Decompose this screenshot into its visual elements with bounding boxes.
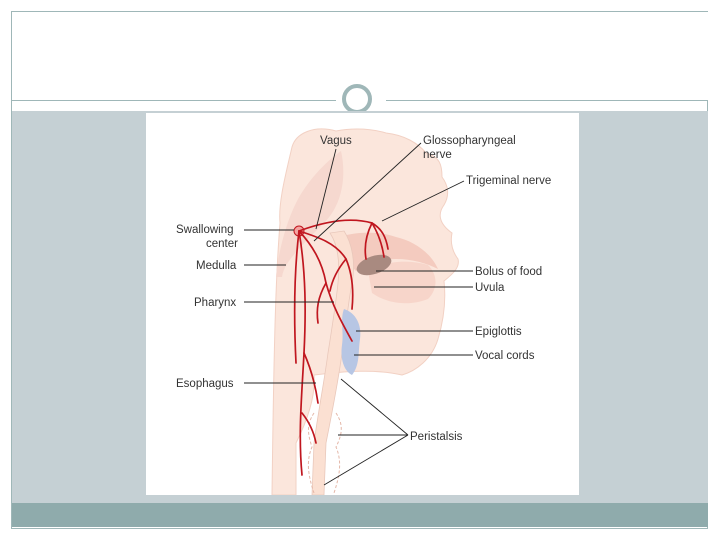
brainstem-shape [276, 151, 344, 277]
label-bolus-of-food: Bolus of food [475, 266, 542, 278]
label-glossopharyngeal-line2: nerve [423, 149, 452, 161]
oral-cavity [336, 232, 438, 271]
label-vocal-cords: Vocal cords [475, 350, 535, 362]
label-trigeminal-nerve: Trigeminal nerve [466, 175, 551, 187]
label-epiglottis: Epiglottis [475, 326, 522, 338]
epiglottis-shape [341, 309, 361, 375]
label-peristalsis: Peristalsis [410, 431, 463, 443]
swallowing-diagram: Vagus Glossopharyngeal nerve Trigeminal … [146, 113, 579, 495]
title-divider-left [12, 100, 336, 101]
label-medulla: Medulla [196, 260, 237, 272]
pharynx-tube [311, 230, 354, 495]
label-swallowing-center-line2: center [206, 238, 238, 250]
label-pharynx: Pharynx [194, 297, 236, 309]
bolus-shape [356, 254, 392, 276]
label-vagus: Vagus [320, 135, 352, 147]
swallowing-diagram-svg: Vagus Glossopharyngeal nerve Trigeminal … [176, 128, 551, 495]
tongue-shape [368, 261, 436, 304]
label-glossopharyngeal: Glossopharyngeal [423, 135, 516, 147]
label-uvula: Uvula [475, 282, 505, 294]
divider-ring-ornament [342, 84, 372, 114]
leader-lines [244, 142, 473, 486]
nerve-network [293, 219, 389, 476]
label-swallowing-center: Swallowing [176, 224, 234, 236]
footer-band [12, 503, 708, 527]
label-esophagus: Esophagus [176, 378, 234, 390]
title-divider-right [386, 100, 708, 101]
